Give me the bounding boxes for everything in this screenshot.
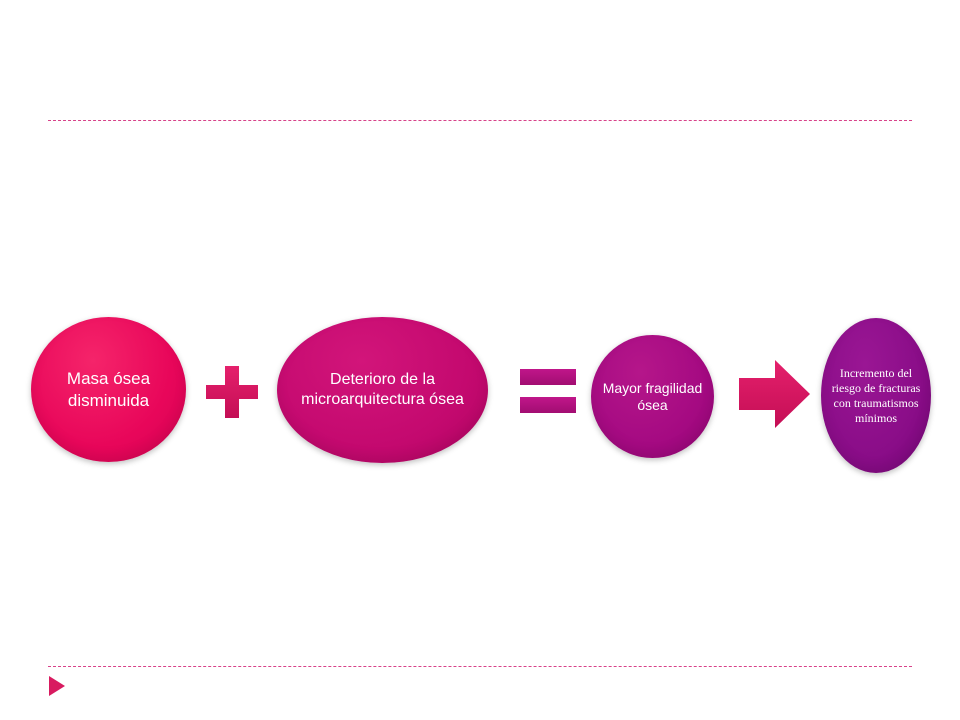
node-label: Deterioro de la microarquitectura ósea (301, 371, 464, 408)
node-fragilidad: Mayor fragilidad ósea (591, 335, 714, 458)
top-dashed-rule (48, 120, 912, 121)
bottom-dashed-rule (48, 666, 912, 667)
node-deterioro: Deterioro de la microarquitectura ósea (277, 317, 488, 463)
node-label: Incremento del riesgo de fracturas con t… (831, 365, 921, 425)
node-riesgo-fracturas: Incremento del riesgo de fracturas con t… (821, 318, 931, 473)
equals-icon (520, 369, 576, 413)
node-masa-osea: Masa ósea disminuida (31, 317, 186, 462)
triangle-bullet-icon (49, 676, 65, 696)
node-label: Masa ósea disminuida (66, 368, 151, 410)
node-label: Mayor fragilidad ósea (602, 379, 703, 413)
arrow-right-icon (739, 360, 810, 428)
plus-icon (206, 366, 258, 418)
